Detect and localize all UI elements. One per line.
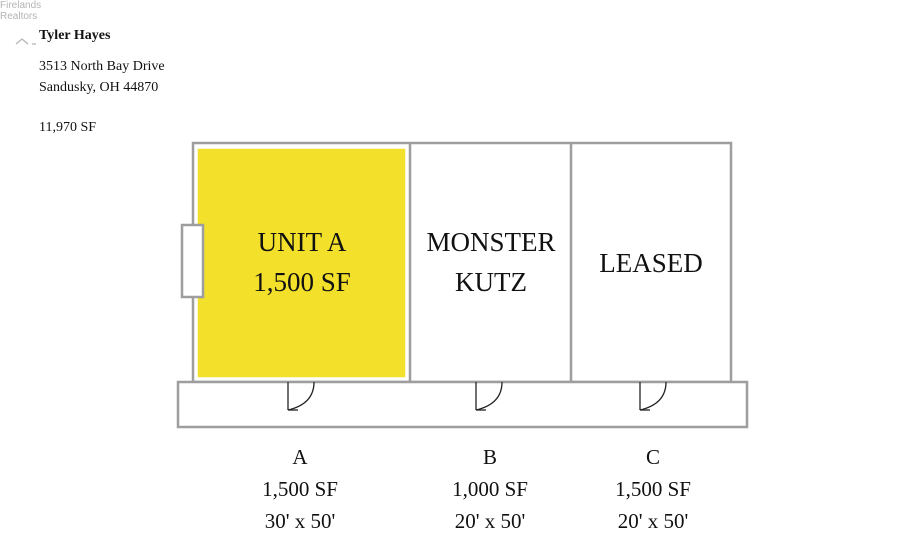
total-square-feet: 11,970 SF (39, 120, 97, 135)
unit-b-letter: B (482, 445, 498, 469)
unit-a-details: A 1,500 SF 30' x 50' (262, 441, 338, 537)
door-c-icon (639, 381, 667, 411)
unit-a-plan-line1: UNIT A (257, 227, 347, 257)
unit-c-plan-line1: LEASED (599, 248, 703, 278)
front-walkway (176, 380, 749, 429)
unit-c-letter: C (645, 445, 661, 469)
address-line-1: 3513 North Bay Drive (39, 59, 165, 74)
unit-a-square-feet: 1,500 SF (262, 477, 338, 501)
unit-a-plan-label: UNIT A 1,500 SF (253, 222, 351, 302)
unit-a-highlight (196, 147, 407, 379)
watermark-logo: Firelands Realtors (0, 0, 60, 56)
agent-name: Tyler Hayes (39, 28, 111, 43)
unit-b-plan-line1: MONSTER (426, 227, 556, 257)
watermark-house-icon (15, 38, 36, 45)
unit-c-plan-label: LEASED (599, 243, 703, 283)
watermark-line2: Realtors (0, 11, 38, 22)
unit-c-details: C 1,500 SF 20' x 50' (615, 441, 691, 537)
unit-b-plan-label: MONSTER KUTZ (426, 222, 555, 302)
unit-b-dimensions: 20' x 50' (454, 509, 526, 533)
unit-c-square-feet: 1,500 SF (615, 477, 691, 501)
unit-a-letter: A (292, 445, 308, 469)
door-a-icon (287, 381, 315, 411)
address-line-2: Sandusky, OH 44870 (39, 80, 159, 95)
unit-c-dimensions: 20' x 50' (617, 509, 689, 533)
unit-b-details: B 1,000 SF 20' x 50' (452, 441, 528, 537)
unit-a-plan-line2: 1,500 SF (253, 267, 351, 297)
listing-header: Tyler Hayes 3513 North Bay Drive Sandusk… (39, 25, 165, 138)
unit-a-dimensions: 30' x 50' (264, 509, 336, 533)
watermark-line1: Firelands (0, 0, 42, 11)
door-b-icon (475, 381, 503, 411)
side-window (180, 223, 205, 299)
unit-b-plan-line2: KUTZ (455, 267, 527, 297)
unit-b-square-feet: 1,000 SF (452, 477, 528, 501)
